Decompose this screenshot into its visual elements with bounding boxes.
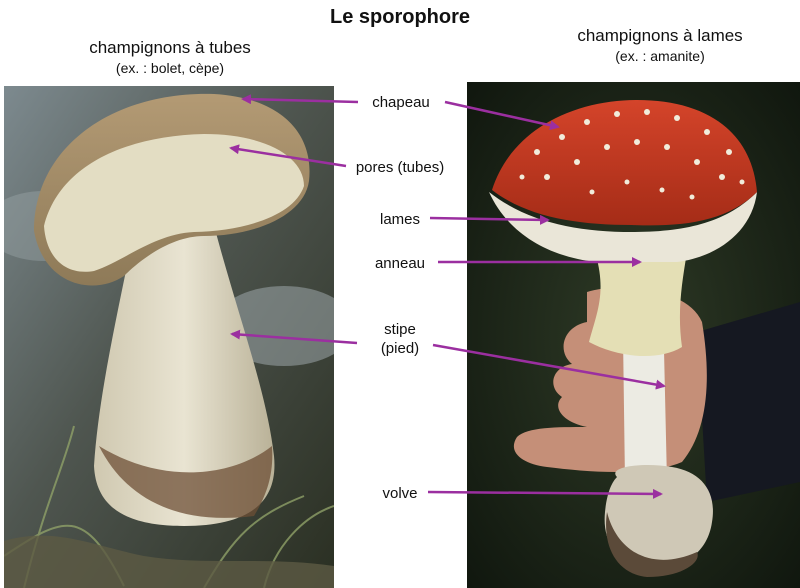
arrow-volve [428,492,661,494]
arrow-stipe-left [232,334,357,343]
arrow-chapeau-left [243,99,358,102]
arrow-pores [231,148,346,166]
arrow-lames [430,218,548,220]
arrow-stipe-right [433,345,664,386]
arrow-chapeau-right [445,102,558,127]
